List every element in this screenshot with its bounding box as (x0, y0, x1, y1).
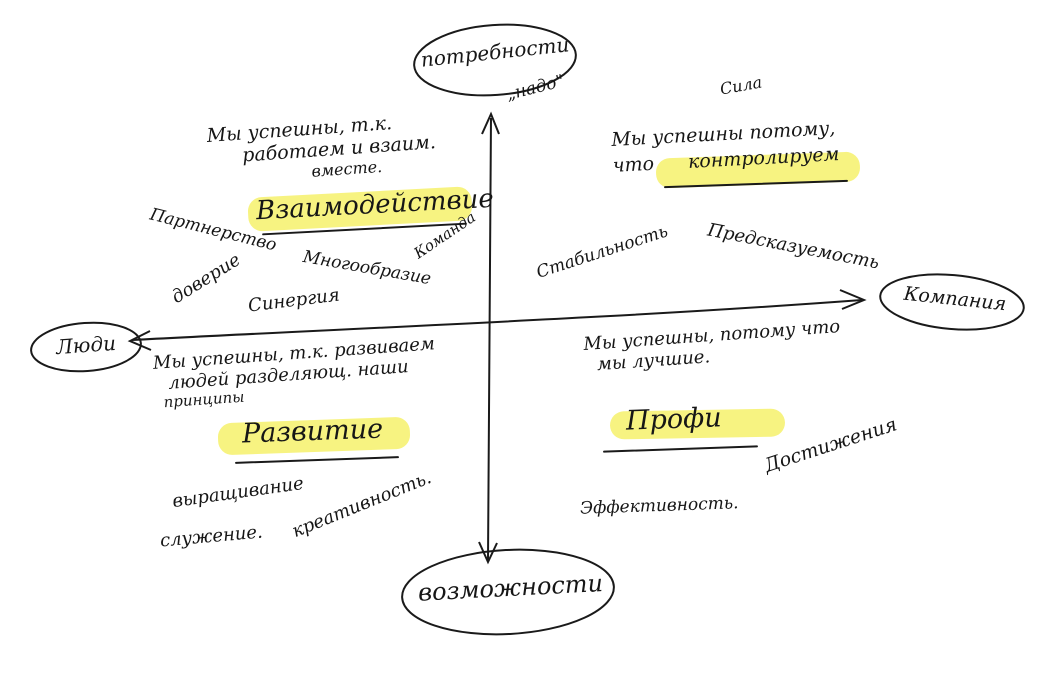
vertical-axis-arrow-up (481, 111, 500, 135)
horizontal-axis-arrow-right (839, 289, 867, 310)
node-ellipse-right (879, 273, 1025, 331)
horizontal-axis-arrow-left (127, 330, 152, 351)
horizontal-axis (131, 299, 863, 341)
node-ellipse-left (30, 321, 142, 373)
bl-title: Развитие (241, 413, 384, 450)
node-ellipse-top (413, 23, 577, 97)
vertical-axis-arrow-down (478, 541, 498, 565)
tr-statement-prefix: что (612, 152, 655, 177)
vertical-axis (487, 117, 492, 561)
br-title: Профи (625, 402, 723, 437)
node-ellipse-bottom (401, 548, 615, 636)
